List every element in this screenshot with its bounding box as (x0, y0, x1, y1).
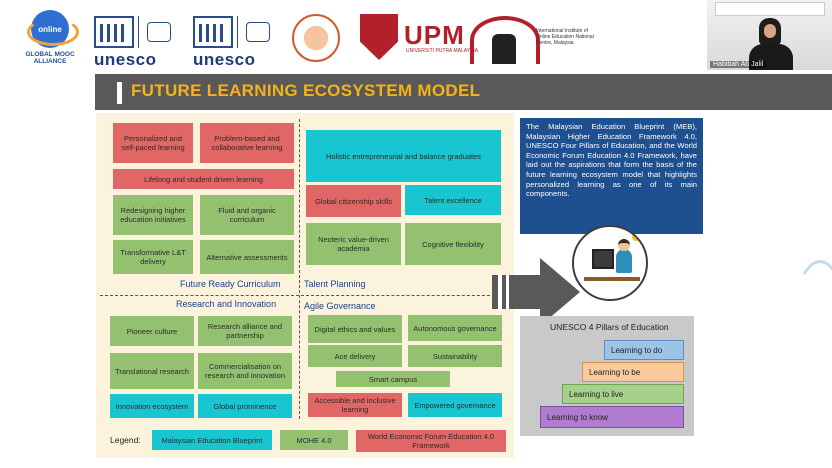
governance-item-sustainability: Sustainability (408, 345, 502, 367)
talent-item-cognitive: Cognitive flexibility (405, 223, 501, 265)
mooc-name: GLOBAL MOOC ALLIANCE (25, 51, 75, 65)
upm-wordmark: UPM (404, 20, 465, 50)
description-box: The Malaysian Education Blueprint (MEB),… (520, 118, 703, 234)
governance-item-autonomous: Autonomous governance (408, 315, 502, 341)
section-future-ready-curriculum: Future Ready Curriculum (180, 279, 281, 289)
unesco-wordmark-1: unesco (94, 50, 157, 69)
curriculum-item-transformative: Transformative L&T delivery (113, 240, 193, 274)
mooc-badge: online (27, 10, 79, 48)
curriculum-item-fluid: Fluid and organic curriculum (200, 195, 294, 235)
legend-meb: Malaysian Education Blueprint (152, 430, 272, 450)
arrow-shaft (492, 275, 542, 309)
horizontal-divider (100, 295, 505, 296)
pillar-learning-to-do: Learning to do (604, 340, 684, 360)
section-talent-planning: Talent Planning (304, 279, 366, 289)
slide-title-bar: FUTURE LEARNING ECOSYSTEM MODEL (95, 74, 832, 110)
slide-title: FUTURE LEARNING ECOSYSTEM MODEL (131, 81, 481, 100)
student-head (618, 239, 630, 251)
upm-shield-icon (360, 14, 398, 60)
pillar-learning-to-know: Learning to know (540, 406, 684, 428)
unesco-pillars-box: UNESCO 4 Pillars of Education Learning t… (520, 316, 694, 436)
unesco-emblem-icon (138, 16, 182, 48)
curriculum-item-redesigning: Redesigning higher education initiatives (113, 195, 193, 235)
upm-subtitle: UNIVERSITI PUTRA MALAYSIA (406, 48, 479, 54)
unesco-wordmark-2: unesco (193, 50, 256, 69)
pillar-learning-to-be: Learning to be (582, 362, 684, 382)
governance-item-ace-delivery: Ace delivery (308, 345, 402, 367)
ecosystem-diagram: Personalized and self-paced learning Pro… (96, 113, 514, 458)
ioe-text: International Institute of Online Educat… (536, 28, 594, 46)
talent-item-excellence: Talent excellence (405, 185, 501, 215)
participant-name: Habibah Ab Jalil (710, 61, 767, 68)
title-accent-bar (117, 82, 122, 104)
curriculum-item-lifelong: Lifelong and student driven learning (113, 169, 294, 189)
curriculum-item-problem-based: Problem-based and collaborative learning (200, 123, 294, 163)
research-item-prominence: Global prominence (198, 394, 292, 418)
pillars-title: UNESCO 4 Pillars of Education (550, 322, 669, 332)
research-item-translational: Translational research (110, 353, 194, 389)
curriculum-item-alternative: Alternative assessments (200, 240, 294, 274)
university-seal-logo (292, 14, 340, 62)
talent-item-neoteric: Neoteric value-driven academia (306, 223, 401, 265)
video-thumbnail[interactable]: Habibah Ab Jalil (707, 0, 832, 70)
participant-body (749, 44, 793, 70)
mooc-badge-text: online (38, 24, 62, 34)
desk-icon (584, 277, 640, 281)
participant-face (764, 24, 776, 38)
legend-mohe: MOHE 4.0 (280, 430, 348, 450)
governance-item-empowered: Empowered governance (408, 393, 502, 417)
governance-item-accessible: Accessible and inclusive learning (308, 393, 402, 417)
unesco-temple-icon (94, 16, 134, 48)
learner-at-computer-icon (572, 225, 648, 301)
governance-item-smart-campus: Smart campus (336, 371, 450, 387)
curriculum-item-personalized: Personalized and self-paced learning (113, 123, 193, 163)
vertical-divider (299, 119, 300, 419)
monitor-icon (592, 249, 614, 269)
section-agile-governance: Agile Governance (304, 301, 376, 311)
pillar-learning-to-live: Learning to live (562, 384, 684, 404)
unesco-logo-1: unesco (94, 16, 184, 69)
legend-wef: World Economic Forum Education 4.0 Frame… (356, 430, 506, 452)
global-mooc-alliance-logo: online GLOBAL MOOC ALLIANCE (20, 10, 80, 65)
talent-item-holistic: Holistic entrepreneurial and balance gra… (306, 130, 501, 182)
research-item-ecosystem: Innovation ecosystem (110, 394, 194, 418)
legend-label: Legend: (110, 435, 141, 445)
unesco-temple-icon (193, 16, 233, 48)
logo-bar: online GLOBAL MOOC ALLIANCE unesco unesc… (0, 0, 832, 74)
ioe-mark-icon (470, 16, 540, 64)
research-item-commercialisation: Commercialisation on research and innova… (198, 353, 292, 389)
talent-item-global-citizenship: Global citizenship skills (306, 185, 401, 217)
unesco-chair-icon (237, 16, 281, 48)
section-research-innovation: Research and Innovation (176, 299, 277, 309)
unesco-logo-2: unesco (193, 16, 283, 69)
governance-item-digital-ethics: Digital ethics and values (308, 315, 402, 343)
student-body (616, 249, 632, 273)
decorative-swoosh (790, 260, 832, 410)
video-backdrop-board (715, 2, 825, 16)
ioe-logo: International Institute of Online Educat… (470, 16, 594, 64)
lightbulb-icon (632, 233, 640, 241)
research-item-alliance: Research alliance and partnership (198, 316, 292, 346)
research-item-pioneer: Pioneer culture (110, 316, 194, 346)
